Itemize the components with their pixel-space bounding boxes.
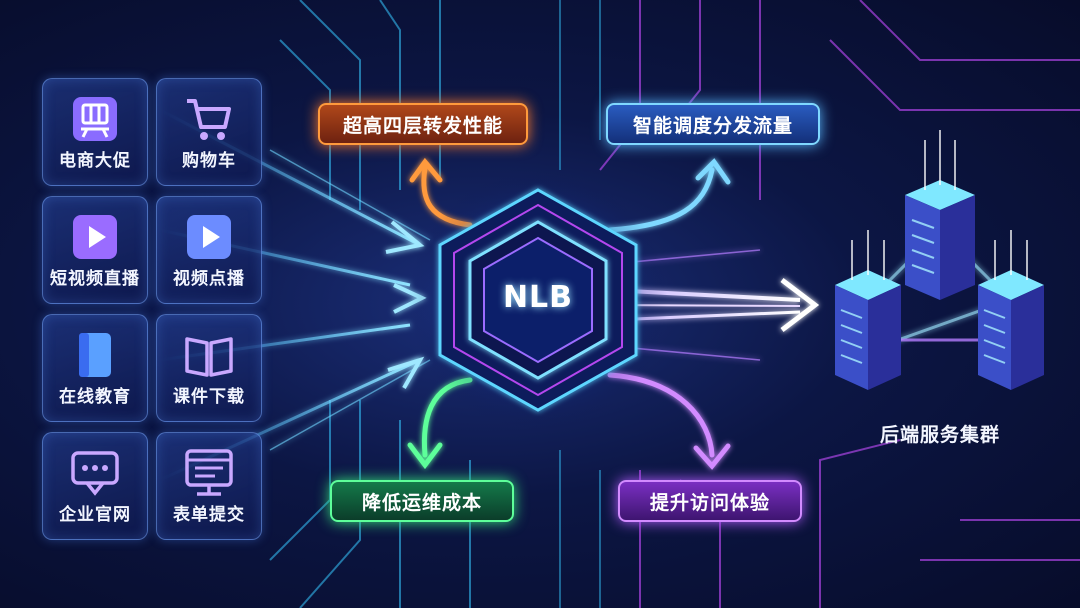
- badge-reduce-ops-cost: 降低运维成本: [330, 480, 514, 522]
- play-icon: [73, 215, 117, 259]
- tile-online-education: 在线教育: [42, 314, 148, 422]
- tile-form-submission: 表单提交: [156, 432, 262, 540]
- book-icon: [79, 333, 111, 377]
- tile-label: 短视频直播: [50, 269, 140, 289]
- badge-smart-traffic-dispatch: 智能调度分发流量: [606, 103, 820, 145]
- chat-icon: [71, 451, 119, 496]
- cart-icon: [187, 99, 231, 140]
- tile-short-video-live: 短视频直播: [42, 196, 148, 304]
- tile-label: 在线教育: [59, 387, 131, 407]
- open-book-icon: [185, 337, 233, 377]
- tile-label: 视频点播: [173, 269, 245, 289]
- server-left: [835, 230, 901, 390]
- shopping-bag-icon: [73, 97, 117, 141]
- right-cyan-traces: [559, 0, 601, 608]
- server-cluster: [835, 130, 1044, 390]
- badge-high-l4-forwarding: 超高四层转发性能: [318, 103, 528, 145]
- monitor-icon: [185, 449, 233, 496]
- badge-improve-access-experience: 提升访问体验: [618, 480, 802, 522]
- tile-label: 表单提交: [173, 505, 245, 525]
- tile-enterprise-website: 企业官网: [42, 432, 148, 540]
- play-icon: [187, 215, 231, 259]
- tile-video-on-demand: 视频点播: [156, 196, 262, 304]
- server-right: [978, 230, 1044, 390]
- tile-label: 课件下载: [173, 387, 245, 407]
- backend-cluster-label: 后端服务集群: [879, 424, 1000, 446]
- tile-ecommerce-promotion: 电商大促: [42, 78, 148, 186]
- tile-courseware-download: 课件下载: [156, 314, 262, 422]
- nlb-label: NLB: [502, 280, 574, 315]
- tile-label: 企业官网: [59, 505, 131, 525]
- tile-label: 购物车: [182, 151, 236, 171]
- tile-label: 电商大促: [59, 151, 131, 171]
- server-top: [905, 130, 975, 300]
- nlb-hexagon: [408, 170, 668, 430]
- tile-shopping-cart: 购物车: [156, 78, 262, 186]
